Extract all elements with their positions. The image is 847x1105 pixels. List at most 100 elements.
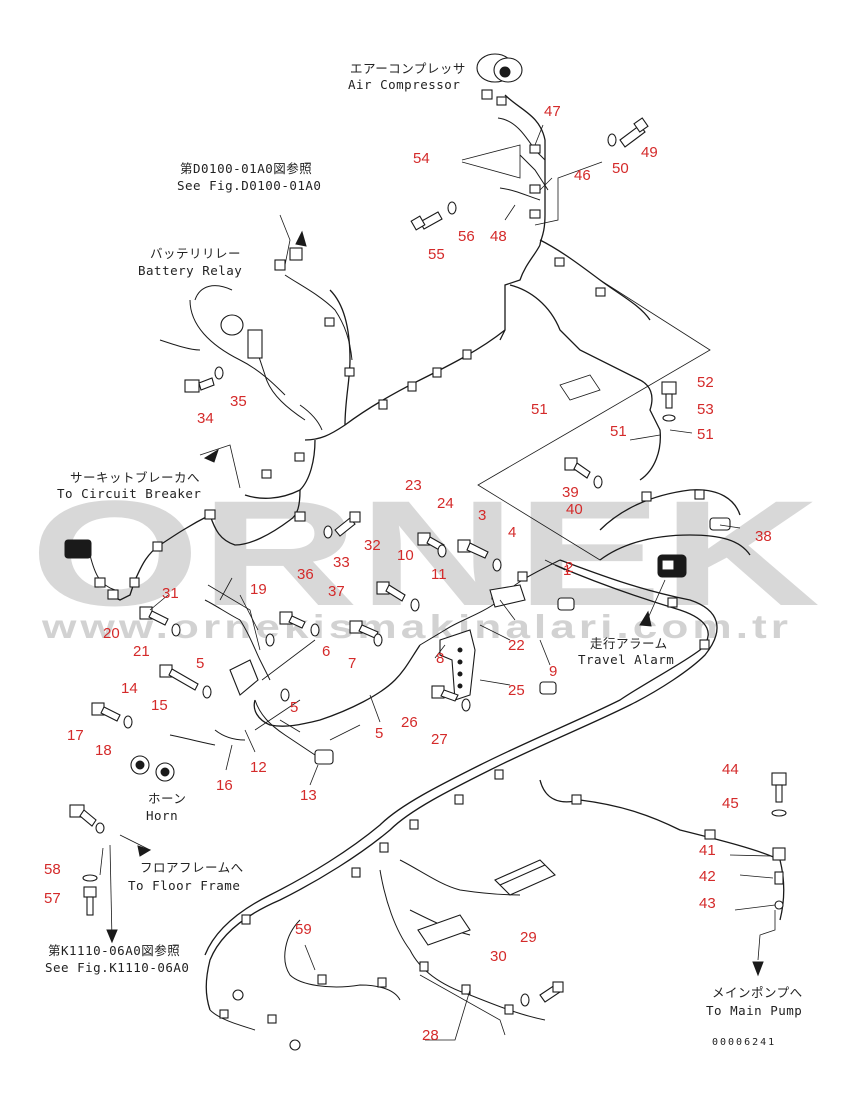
part-number: 7 xyxy=(348,655,356,672)
circuit-breaker-arrow-icon xyxy=(203,448,219,463)
bolt-39 xyxy=(564,457,591,479)
bolt-57 xyxy=(83,886,97,916)
washer-40 xyxy=(593,475,603,489)
cap-43 xyxy=(774,900,784,910)
part-number: 50 xyxy=(612,160,629,177)
washer-21 xyxy=(171,623,181,637)
see-k1110-arrow-icon xyxy=(106,929,118,944)
part-number: 29 xyxy=(520,929,537,946)
travel-alarm-arrow-icon xyxy=(639,610,652,627)
washer-6-area xyxy=(373,633,383,647)
part-number: 53 xyxy=(697,401,714,418)
part-number: 22 xyxy=(508,637,525,654)
part-number: 23 xyxy=(405,477,422,494)
floor-frame-arrow-icon xyxy=(137,845,152,857)
see-d0100-arrow-icon xyxy=(295,230,307,247)
washer-24 xyxy=(437,544,447,558)
bolt-52 xyxy=(661,381,677,409)
part-number: 5 xyxy=(196,655,204,672)
part-number: 44 xyxy=(722,761,739,778)
part-number: 8 xyxy=(436,650,444,667)
part-number: 52 xyxy=(697,374,714,391)
air-compressor-label-en: Air Compressor xyxy=(348,77,460,92)
washer-27 xyxy=(461,698,471,712)
spacer-2 xyxy=(557,597,575,611)
part-number: 24 xyxy=(437,495,454,512)
washer-4 xyxy=(492,558,502,572)
bolt-55 xyxy=(410,211,443,231)
part-number: 46 xyxy=(574,167,591,184)
part-number: 32 xyxy=(364,537,381,554)
spacer-42 xyxy=(774,871,784,885)
part-number: 49 xyxy=(641,144,658,161)
bolt-29 xyxy=(539,981,564,1003)
travel-alarm-label-en: Travel Alarm xyxy=(578,652,674,667)
washer-30 xyxy=(520,993,530,1007)
part-number: 59 xyxy=(295,921,312,938)
part-number: 27 xyxy=(431,731,448,748)
lower-fuse-block-1 xyxy=(494,859,556,896)
bolt-14 xyxy=(159,664,199,691)
part-number: 2 xyxy=(565,559,573,576)
part-number: 25 xyxy=(508,682,525,699)
part-number: 51 xyxy=(610,423,627,440)
part-number: 17 xyxy=(67,727,84,744)
main-pump-label-jp: メインポンプへ xyxy=(712,985,803,1000)
horn-label-jp: ホーン xyxy=(148,791,186,806)
part-number: 13 xyxy=(300,787,317,804)
washer-5 xyxy=(280,688,290,702)
clip-41 xyxy=(772,847,786,861)
part-number: 20 xyxy=(103,625,120,642)
part-number: 19 xyxy=(250,581,267,598)
part-number: 21 xyxy=(133,643,150,660)
connector-38 xyxy=(709,517,731,531)
part-number: 14 xyxy=(121,680,138,697)
bolt-3 xyxy=(457,539,489,559)
part-number: 37 xyxy=(328,583,345,600)
circuit-breaker-label-en: To Circuit Breaker xyxy=(57,486,201,501)
bolt-49 xyxy=(619,117,649,148)
floor-frame-label-en: To Floor Frame xyxy=(128,878,240,893)
battery-relay-label-en: Battery Relay xyxy=(138,263,242,278)
main-pump-arrow-icon xyxy=(752,961,764,977)
leader-lines xyxy=(99,124,776,1041)
washer-58 xyxy=(82,874,98,882)
part-number: 11 xyxy=(431,566,447,583)
bracket-1 xyxy=(489,584,526,608)
part-number: 4 xyxy=(508,524,516,541)
travel-alarm-label-jp: 走行アラーム xyxy=(590,636,668,651)
bolt-20 xyxy=(139,606,169,626)
part-number: 58 xyxy=(44,861,61,878)
part-number: 54 xyxy=(413,150,430,167)
callout-labels: エアーコンプレッサ Air Compressor 第D0100-01A0図参照 … xyxy=(45,61,803,1048)
see-k1110-label-jp: 第K1110-06A0図参照 xyxy=(48,943,180,958)
part-number: 48 xyxy=(490,228,507,245)
part-number: 6 xyxy=(322,643,330,660)
part-number: 16 xyxy=(216,777,233,794)
lower-left-connector xyxy=(232,989,301,1051)
part-number: 15 xyxy=(151,697,168,714)
components xyxy=(64,53,787,1051)
washer-15 xyxy=(202,685,212,699)
part-number-callouts: 1 2 3 4 5 5 5 6 7 8 9 10 11 12 13 14 15 … xyxy=(44,103,772,1044)
part-number: 51 xyxy=(697,426,714,443)
watermark-main: ORNEK xyxy=(30,469,820,637)
washer-19 xyxy=(265,633,275,647)
watermark: ORNEK www.ornekismakinalari.com.tr xyxy=(30,469,820,645)
part-number: 5 xyxy=(375,725,383,742)
part-number: 41 xyxy=(699,842,716,859)
washer-45 xyxy=(771,809,787,817)
part-number: 57 xyxy=(44,890,61,907)
part-number: 43 xyxy=(699,895,716,912)
part-number: 33 xyxy=(333,554,350,571)
air-compressor-label-jp: エアーコンプレッサ xyxy=(350,61,466,76)
part-number: 45 xyxy=(722,795,739,812)
bolt-34 xyxy=(184,377,215,393)
washer-11 xyxy=(410,598,420,612)
drawing-code: 00006241 xyxy=(712,1037,776,1048)
horn-label-en: Horn xyxy=(146,808,178,823)
part-number: 40 xyxy=(566,501,583,518)
washer-18 xyxy=(123,715,133,729)
part-number: 28 xyxy=(422,1027,439,1044)
see-d0100-label-jp: 第D0100-01A0図参照 xyxy=(180,161,312,176)
